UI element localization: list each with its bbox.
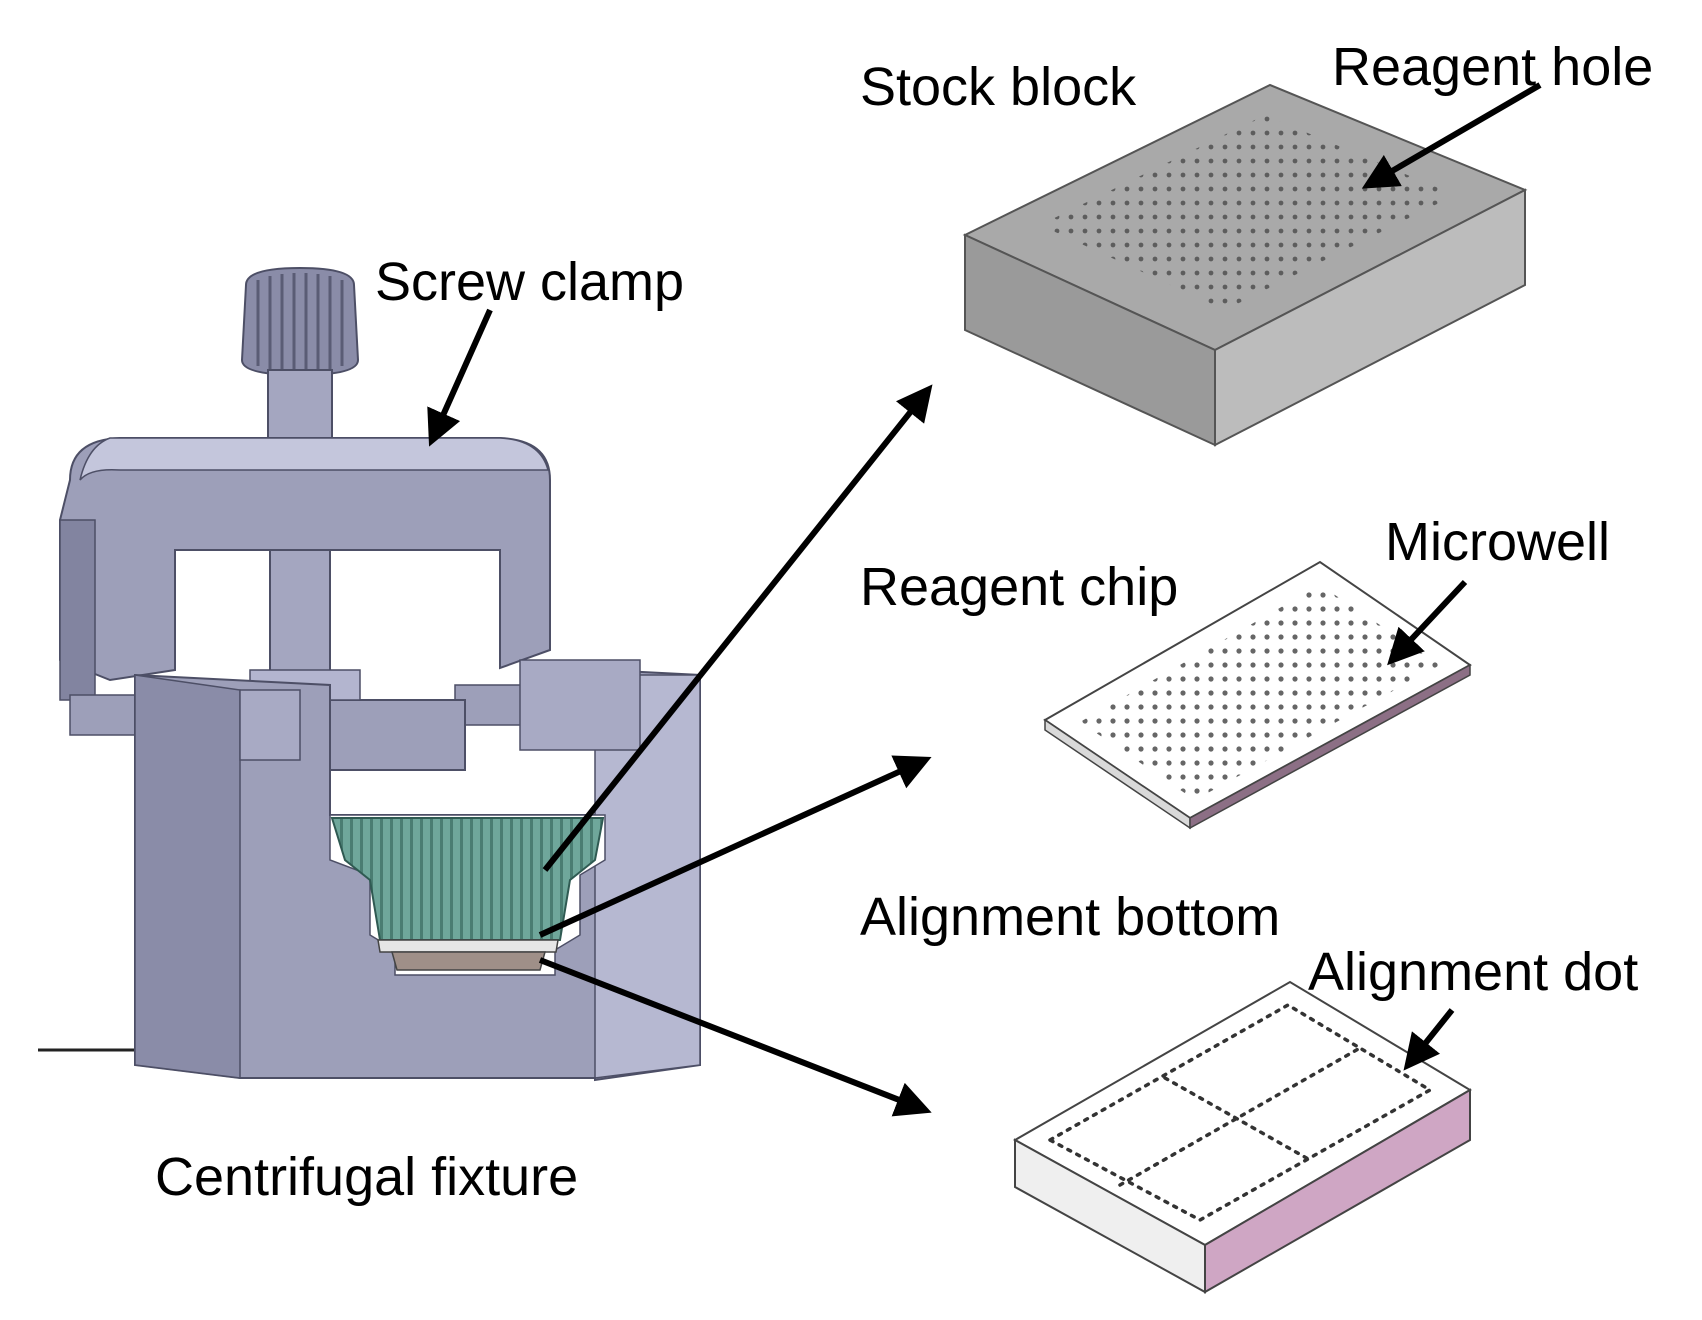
centrifugal-fixture [38, 266, 701, 1082]
screw-knob [240, 266, 360, 441]
label-microwell: Microwell [1385, 512, 1610, 572]
arrow-reagent-hole [1361, 82, 1542, 189]
label-centrifugal-fixture: Centrifugal fixture [155, 1147, 578, 1207]
label-screw-clamp: Screw clamp [375, 252, 684, 312]
leader-arrows [427, 82, 1542, 1117]
label-stock-block: Stock block [860, 57, 1137, 117]
arrow-screw-clamp [427, 308, 493, 447]
alignment-bottom-plate [1012, 980, 1472, 1294]
reagent-chip [1043, 560, 1472, 830]
arrow-to-stock-block [542, 384, 933, 872]
fixture-base [134, 659, 701, 1082]
label-alignment-dot: Alignment dot [1308, 942, 1638, 1002]
label-reagent-hole: Reagent hole [1332, 37, 1653, 97]
arrow-alignment-dot [1403, 1008, 1455, 1071]
label-alignment-bottom: Alignment bottom [860, 887, 1280, 947]
arrow-microwell [1387, 579, 1468, 666]
arrow-to-reagent-chip [538, 755, 932, 938]
stock-block [962, 83, 1528, 447]
arrow-to-alignment-bottom [538, 957, 932, 1117]
label-reagent-chip: Reagent chip [860, 557, 1178, 617]
